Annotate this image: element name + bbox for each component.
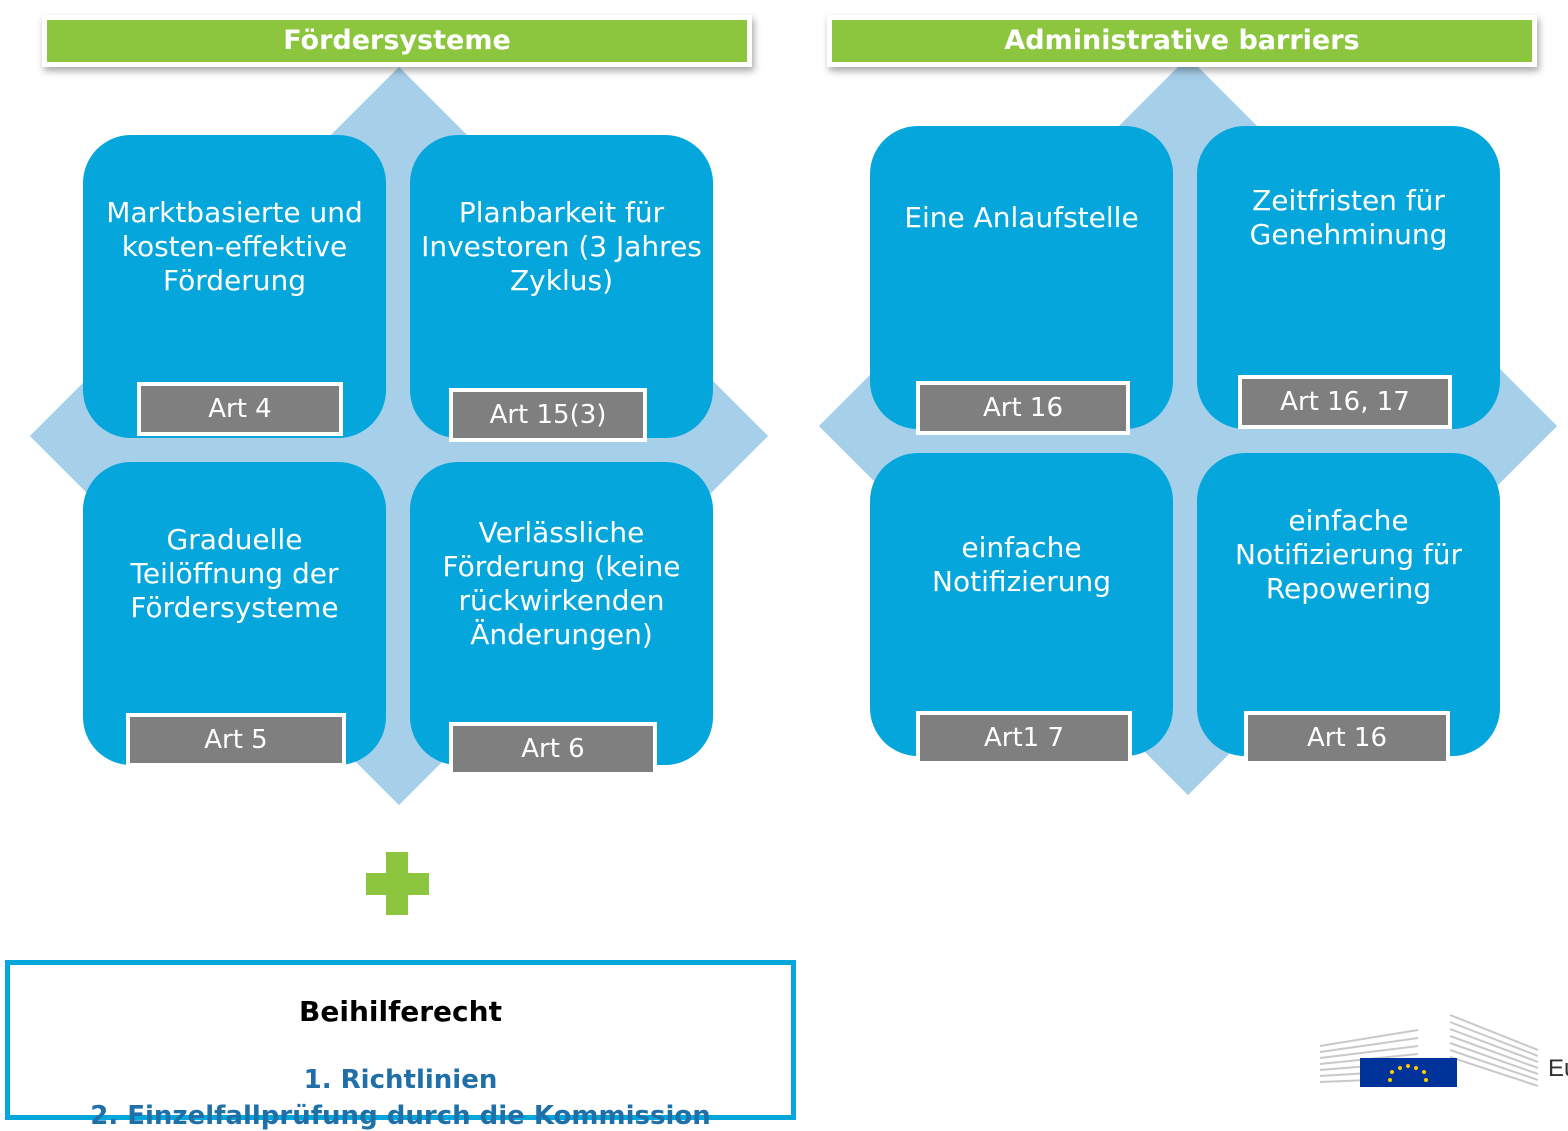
- left-panel-header: Fördersysteme: [42, 15, 752, 67]
- svg-text:Eu: Eu: [1548, 1055, 1568, 1082]
- tile-notifizierung: einfache Notifizierung: [870, 453, 1173, 756]
- article-tag: Art1 7: [916, 711, 1132, 765]
- tile-text: Marktbasierte und kosten-effektive Förde…: [106, 195, 363, 297]
- beihilferecht-item: 1. Richtlinien: [303, 1065, 498, 1095]
- tile-text: einfache Notifizierung: [932, 530, 1111, 598]
- tile-text: Eine Anlaufstelle: [904, 200, 1139, 234]
- plus-icon-horizontal: [366, 873, 429, 895]
- tile-anlaufstelle: Eine Anlaufstelle: [870, 126, 1173, 429]
- article-tag: Art 16: [916, 381, 1130, 435]
- tile-text: einfache Notifizierung für Repowering: [1235, 503, 1462, 605]
- tile-repowering: einfache Notifizierung für Repowering: [1197, 453, 1500, 756]
- tile-text: Zeitfristen für Genehminung: [1249, 183, 1448, 251]
- european-commission-logo: Eu: [1300, 1010, 1568, 1087]
- logo-graphic: Eu: [1319, 1014, 1568, 1087]
- tile-text: Verlässliche Förderung (keine rückwirken…: [442, 515, 681, 651]
- tile-verlaessliche: Verlässliche Förderung (keine rückwirken…: [410, 462, 713, 765]
- beihilferecht-item: 2. Einzelfallprüfung durch die Kommissio…: [90, 1101, 711, 1131]
- article-tag: Art 16, 17: [1238, 375, 1452, 429]
- article-tag: Art 6: [449, 722, 657, 776]
- article-tag: Art 16: [1244, 711, 1450, 765]
- right-panel-header: Administrative barriers: [827, 15, 1537, 67]
- beihilferecht-box: Beihilferecht 1. Richtlinien 2. Einzelfa…: [5, 960, 796, 1131]
- article-tag: Art 4: [137, 382, 343, 436]
- tile-text: Graduelle Teilöffnung der Fördersysteme: [130, 522, 339, 624]
- beihilferecht-title: Beihilferecht: [299, 995, 502, 1028]
- article-tag: Art 5: [126, 713, 346, 767]
- tile-text: Planbarkeit für Investoren (3 Jahres Zyk…: [421, 195, 702, 297]
- tile-planbarkeit: Planbarkeit für Investoren (3 Jahres Zyk…: [410, 135, 713, 438]
- article-tag: Art 15(3): [449, 388, 647, 442]
